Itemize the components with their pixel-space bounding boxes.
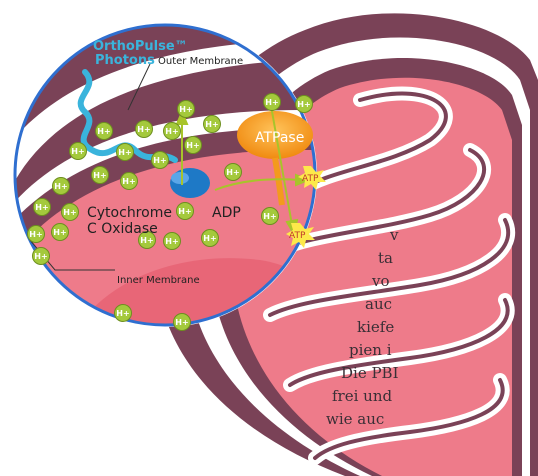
proton: H+: [70, 143, 87, 160]
inner-membrane-label: Inner Membrane: [117, 275, 200, 286]
svg-text:H+: H+: [203, 234, 216, 243]
svg-text:H+: H+: [179, 105, 192, 114]
proton: H+: [28, 226, 45, 243]
proton: H+: [121, 173, 138, 190]
partial-text-line: Die PBI: [341, 364, 399, 382]
proton: H+: [53, 178, 70, 195]
svg-text:H+: H+: [34, 252, 47, 261]
atp-label-1: ATP: [302, 174, 319, 184]
proton: H+: [204, 116, 221, 133]
svg-text:H+: H+: [153, 156, 166, 165]
svg-text:H+: H+: [175, 318, 188, 327]
proton: H+: [52, 224, 69, 241]
proton: H+: [115, 305, 132, 322]
proton: H+: [92, 167, 109, 184]
proton: H+: [225, 164, 242, 181]
svg-text:H+: H+: [165, 127, 178, 136]
svg-text:H+: H+: [29, 230, 42, 239]
svg-text:H+: H+: [93, 171, 106, 180]
svg-text:H+: H+: [140, 236, 153, 245]
svg-text:H+: H+: [35, 203, 48, 212]
proton: H+: [178, 101, 195, 118]
proton: H+: [164, 233, 181, 250]
cytochrome-label-2: C Oxidase: [87, 221, 158, 237]
svg-text:H+: H+: [178, 207, 191, 216]
svg-text:H+: H+: [165, 237, 178, 246]
svg-text:H+: H+: [116, 309, 129, 318]
svg-text:H+: H+: [137, 125, 150, 134]
partial-text-line: v: [390, 226, 398, 244]
partial-text-line: frei und: [332, 387, 392, 405]
svg-text:H+: H+: [186, 141, 199, 150]
partial-text-line: ta: [378, 249, 393, 267]
adp-label: ADP: [212, 205, 241, 221]
partial-text-line: pien i: [349, 341, 392, 359]
brand-label: OrthoPulse™: [93, 39, 188, 54]
svg-text:H+: H+: [297, 100, 310, 109]
proton: H+: [62, 204, 79, 221]
proton: H+: [185, 137, 202, 154]
partial-text-line: wie auc: [326, 410, 384, 428]
svg-text:H+: H+: [118, 148, 131, 157]
proton: H+: [264, 94, 281, 111]
proton: H+: [136, 121, 153, 138]
svg-text:H+: H+: [263, 212, 276, 221]
proton: H+: [177, 203, 194, 220]
svg-text:H+: H+: [122, 177, 135, 186]
proton: H+: [164, 123, 181, 140]
svg-text:H+: H+: [53, 228, 66, 237]
proton: H+: [96, 123, 113, 140]
svg-text:H+: H+: [226, 168, 239, 177]
svg-text:H+: H+: [71, 147, 84, 156]
cytochrome-label-1: Cytochrome: [87, 205, 172, 221]
partial-text-line: vo: [372, 272, 390, 290]
atpase-label: ATPase: [255, 130, 304, 146]
svg-text:H+: H+: [54, 182, 67, 191]
proton: H+: [34, 199, 51, 216]
proton: H+: [296, 96, 313, 113]
partial-text-line: kiefe: [357, 318, 394, 336]
atp-label-2: ATP: [289, 231, 306, 241]
svg-text:H+: H+: [63, 208, 76, 217]
proton: H+: [33, 248, 50, 265]
photons-label: Photons: [95, 53, 155, 68]
proton: H+: [262, 208, 279, 225]
outer-membrane-label: Outer Membrane: [158, 56, 243, 67]
svg-text:H+: H+: [205, 120, 218, 129]
proton: H+: [117, 144, 134, 161]
svg-text:H+: H+: [265, 98, 278, 107]
proton: H+: [152, 152, 169, 169]
partial-text-line: auc: [365, 295, 392, 313]
svg-text:H+: H+: [97, 127, 110, 136]
proton: H+: [202, 230, 219, 247]
proton: H+: [174, 314, 191, 331]
